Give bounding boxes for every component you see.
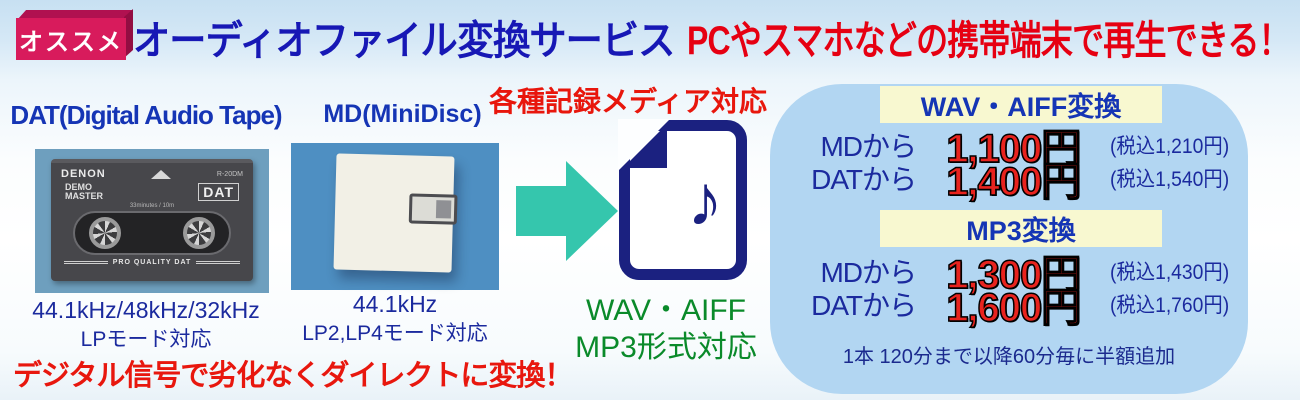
price-tax: (税込1,540円) (1110, 168, 1230, 191)
arrow-right-icon-head (566, 161, 618, 261)
dat-heading: DAT(Digital Audio Tape) (10, 100, 282, 130)
price-panel: WAV・AIFF変換 MDから 1,100円 (税込1,210円) DATから … (770, 84, 1248, 394)
price-value: 1,600円 (945, 285, 1082, 331)
price-row: MDから 1,300円 (税込1,430円) (778, 252, 1240, 298)
direct-conversion-note: デジタル信号で劣化なくダイレクトに変換！ (13, 360, 573, 392)
decorative-line (196, 260, 241, 264)
dat-photo: DENON R-20DM DEMO MASTER DAT 33minutes /… (35, 149, 269, 293)
md-disc (333, 153, 458, 273)
header-title: オーディオファイル変換サービス PCやスマホなどの携帯端末で再生できる！ (133, 8, 1300, 66)
price-value: 1,400円 (945, 159, 1082, 205)
reel-icon (183, 216, 215, 249)
cassette-brand: DENON (61, 168, 106, 180)
badge-label: オススメ (16, 18, 126, 60)
service-title: オーディオファイル変換サービス (133, 19, 675, 63)
audio-file-icon: ♪ (618, 119, 747, 280)
dat-spec-khz: 44.1kHz/48kHz/32kHz (32, 297, 260, 323)
price-source: DATから (811, 164, 917, 195)
md-shutter-window (435, 200, 452, 219)
recommended-badge: オススメ (14, 8, 138, 62)
price-tax: (税込1,760円) (1110, 294, 1230, 317)
arrow-right-icon (516, 186, 566, 236)
format-wav-aiff: WAV・AIFF (586, 294, 746, 327)
price-source: MDから (820, 257, 917, 288)
format-mp3: MP3形式対応 (575, 331, 757, 364)
dat-logo: DAT (198, 183, 239, 202)
service-subtitle: PCやスマホなどの携帯端末で再生できる！ (687, 19, 1291, 63)
price-tax: (税込1,210円) (1110, 135, 1230, 158)
dat-spec-lp: LPモード対応 (80, 328, 212, 351)
reel-icon (89, 216, 121, 249)
file-outline (619, 120, 747, 280)
price-row: DATから 1,400円 (税込1,540円) (778, 159, 1240, 205)
cassette-arrow-icon (151, 169, 172, 179)
cassette-duration: 33minutes / 10m (129, 202, 175, 209)
md-spec-khz: 44.1kHz (352, 291, 438, 317)
cassette-window (73, 210, 231, 255)
cassette-label: DEMO MASTER (65, 182, 103, 202)
cassette-footer: PRO QUALITY DAT (51, 259, 253, 266)
dat-cassette: DENON R-20DM DEMO MASTER DAT 33minutes /… (51, 159, 253, 281)
md-photo (291, 143, 499, 290)
md-spec-lp: LP2,LP4モード対応 (302, 322, 488, 345)
price-row: DATから 1,600円 (税込1,760円) (778, 285, 1240, 331)
md-heading: MD(MiniDisc) (323, 100, 482, 128)
section-title-mp3: MP3変換 (880, 210, 1162, 247)
md-shutter (408, 193, 458, 225)
media-support-note: 各種記録メディア対応 (489, 86, 768, 117)
price-value: 1,300円 (945, 252, 1082, 298)
music-note-icon: ♪ (687, 161, 723, 241)
price-tax: (税込1,430円) (1110, 261, 1230, 284)
price-row: MDから 1,100円 (税込1,210円) (778, 126, 1240, 172)
section-title-wav-aiff: WAV・AIFF変換 (880, 86, 1162, 123)
price-value: 1,100円 (945, 126, 1082, 172)
decorative-line (63, 260, 108, 264)
price-source: DATから (811, 290, 917, 321)
price-source: MDから (820, 131, 917, 162)
cassette-model: R-20DM (216, 170, 243, 178)
pricing-condition-note: 1本 120分まで以降60分毎に半額追加 (842, 346, 1176, 368)
